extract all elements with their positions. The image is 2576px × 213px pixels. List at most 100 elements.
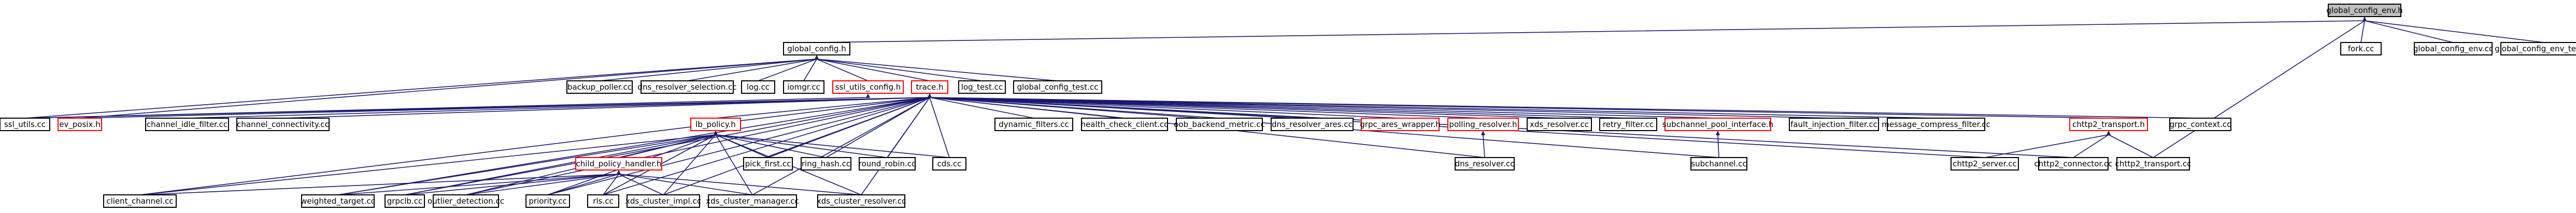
graph-node-gcenv[interactable]: global_config_env.cc <box>2413 42 2493 55</box>
graph-node-sslh[interactable]: ssl_utils_config.h <box>832 80 904 94</box>
edge-line <box>618 174 753 195</box>
arrowhead <box>617 170 621 175</box>
node-label: ring_hash.cc <box>802 159 850 169</box>
graph-node-faultinj[interactable]: fault_injection_filter.cc <box>1789 118 1879 131</box>
node-box <box>832 80 904 94</box>
graph-node-xdsmgr[interactable]: xds_cluster_manager.cc <box>706 194 799 208</box>
graph-node-evposix[interactable]: ev_posix.h <box>58 118 102 131</box>
dependency-edge <box>617 170 862 195</box>
graph-node-backup[interactable]: backup_poller.cc <box>566 80 633 94</box>
edge-line <box>758 59 817 81</box>
graph-node-weighted[interactable]: weighted_target.cc <box>301 194 375 208</box>
dependency-edge <box>2073 131 2111 158</box>
node-box <box>859 157 916 171</box>
edge-line <box>715 134 888 158</box>
graph-node-dnssel[interactable]: dns_resolver_selection.cc <box>637 80 737 94</box>
edge-line <box>2108 134 2154 158</box>
node-box <box>301 194 375 208</box>
graph-node-grpcares[interactable]: grpc_ares_wrapper.h <box>1360 118 1441 131</box>
graph-node-grpcctx[interactable]: grpc_context.cc <box>2169 118 2231 131</box>
graph-node-logtest[interactable]: log_test.cc <box>958 80 1006 94</box>
node-box <box>1081 118 1168 131</box>
node-box <box>1599 118 1657 131</box>
graph-node-iomgr[interactable]: iomgr.cc <box>783 80 824 94</box>
node-label: cds.cc <box>937 159 962 168</box>
graph-node-oob[interactable]: oob_backend_metric.cc <box>1174 118 1265 131</box>
graph-node-chttp2h[interactable]: chttp2_transport.h <box>2069 118 2148 131</box>
graph-node-pickfirst[interactable]: pick_first.cc <box>743 157 793 171</box>
node-label: polling_resolver.h <box>1449 120 1517 130</box>
node-box <box>627 194 700 208</box>
node-label: global_config_env.h <box>2326 6 2402 16</box>
graph-node-dynfilt[interactable]: dynamic_filters.cc <box>994 118 1073 131</box>
dependency-edge <box>1481 131 1485 158</box>
graph-node-hcc[interactable]: health_check_client.cc <box>1081 118 1169 131</box>
graph-node-outlier[interactable]: outlier_detection.cc <box>428 194 504 208</box>
node-box <box>783 80 824 94</box>
graph-node-chttp2conn[interactable]: chttp2_connector.cc <box>2034 157 2113 171</box>
graph-node-ringhash[interactable]: ring_hash.cc <box>801 157 851 171</box>
graph-node-rlscc[interactable]: rls.cc <box>587 194 619 208</box>
graph-node-gcenvtest[interactable]: global_config_env_test.cc <box>2495 42 2576 55</box>
graph-node-chconn[interactable]: channel_connectivity.cc <box>236 118 330 131</box>
node-box <box>2169 118 2231 131</box>
node-box <box>103 194 177 208</box>
node-label: xds_cluster_manager.cc <box>706 196 799 206</box>
graph-node-traceh[interactable]: trace.h <box>911 80 948 94</box>
graph-node-priority[interactable]: priority.cc <box>525 194 570 208</box>
graph-node-chidle[interactable]: channel_idle_filter.cc <box>145 118 229 131</box>
node-box <box>385 194 425 208</box>
graph-node-chttp2srv[interactable]: chttp2_server.cc <box>1951 157 2019 171</box>
dependency-edge <box>282 93 932 119</box>
graph-node-gch[interactable]: global_config.h <box>783 42 850 55</box>
graph-node-fork[interactable]: fork.cc <box>2340 42 2382 55</box>
edge-line <box>663 97 930 195</box>
graph-node-xdsres[interactable]: xds_resolver.cc <box>1527 118 1592 131</box>
graph-node-subcc[interactable]: subchannel.cc <box>1690 157 1747 171</box>
graph-node-subpool[interactable]: subchannel_pool_interface.h <box>1662 118 1773 131</box>
edge-line <box>618 174 862 195</box>
edge-line <box>715 97 930 119</box>
graph-node-dnsares[interactable]: dns_resolver_ares.cc <box>1271 118 1354 131</box>
graph-node-roundrobin[interactable]: round_robin.cc <box>859 157 916 171</box>
graph-node-msgcomp[interactable]: message_compress_filter.cc <box>1882 118 1990 131</box>
graph-node-logcc[interactable]: log.cc <box>741 80 775 94</box>
node-box <box>708 194 797 208</box>
graph-node-xdsclres[interactable]: xds_cluster_resolver.cc <box>817 194 906 208</box>
node-label: backup_poller.cc <box>567 82 632 92</box>
graph-node-xdsimpl[interactable]: xds_cluster_impl.cc <box>625 194 701 208</box>
node-label: dns_resolver_selection.cc <box>637 82 736 92</box>
edge-line <box>139 97 930 195</box>
arrowhead <box>1481 131 1485 135</box>
dependency-edge <box>815 55 869 81</box>
node-label: health_check_client.cc <box>1081 120 1169 130</box>
edge-line <box>816 59 1058 81</box>
graph-node-clientch[interactable]: client_channel.cc <box>103 194 177 208</box>
graph-node-childh[interactable]: child_policy_handler.h <box>575 157 662 171</box>
node-box <box>911 80 948 94</box>
graph-node-dnsnative[interactable]: dns_resolver.cc <box>1455 157 1515 171</box>
dependency-edge <box>2362 17 2545 43</box>
node-box <box>958 80 1006 94</box>
graph-node-cdscc[interactable]: cds.cc <box>932 157 966 171</box>
dependency-edge <box>24 93 870 119</box>
graph-node-grpclb[interactable]: grpclb.cc <box>385 194 425 208</box>
graph-node-sslcc[interactable]: ssl_utils.cc <box>0 118 50 131</box>
graph-node-retry[interactable]: retry_filter.cc <box>1599 118 1657 131</box>
node-label: iomgr.cc <box>787 82 820 92</box>
edge-line <box>139 174 619 195</box>
edge-line <box>404 174 619 195</box>
graph-node-gctest[interactable]: global_config_test.cc <box>1013 80 1102 94</box>
graph-node-chttp2tr[interactable]: chttp2_transport.cc <box>2115 157 2191 171</box>
edge-line <box>79 97 930 119</box>
edge-line <box>404 134 716 195</box>
node-box <box>801 157 851 171</box>
edge-line <box>2073 134 2109 158</box>
edge-line <box>337 174 619 195</box>
node-box <box>783 42 850 55</box>
graph-node-lbpolicy[interactable]: lb_policy.h <box>690 118 741 131</box>
graph-node-pollres[interactable]: polling_resolver.h <box>1447 118 1519 131</box>
node-label: global_config.h <box>787 44 846 54</box>
edge-line <box>816 20 2365 43</box>
edge-line <box>547 97 930 195</box>
